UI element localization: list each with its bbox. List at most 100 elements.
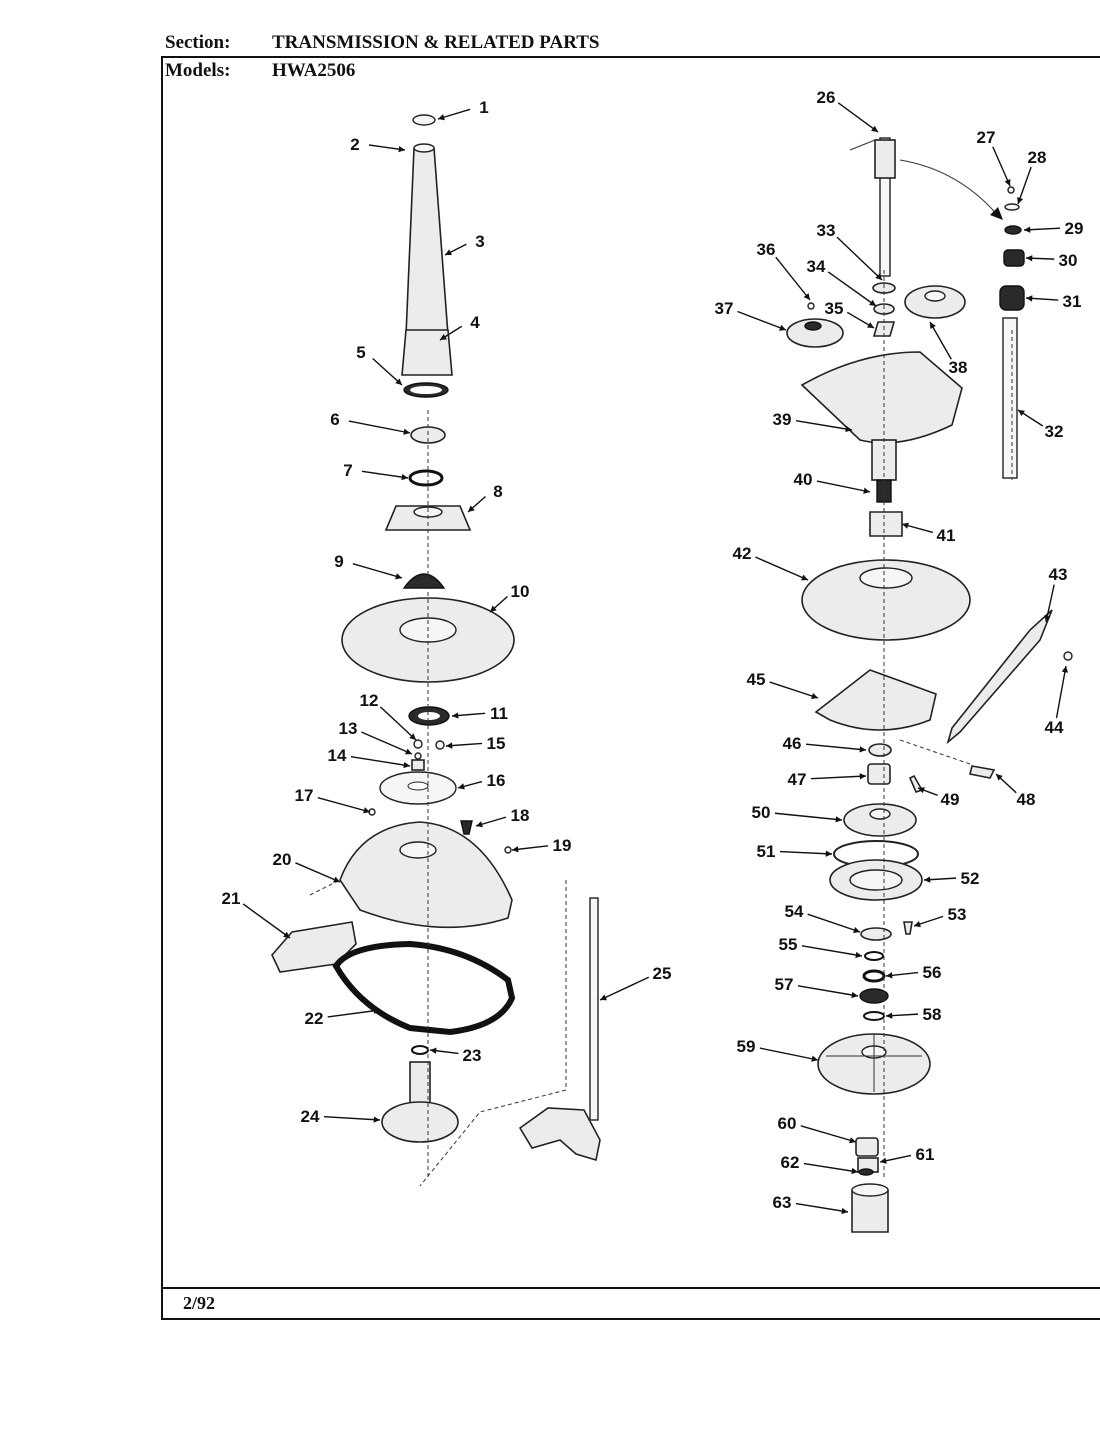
callout-28: 28 [1028,148,1047,167]
part-9-boot-seal [402,573,446,589]
callout-38: 38 [949,358,968,377]
leader-arrow-7 [401,473,408,481]
callout-21: 21 [222,889,241,908]
part-18-plug [460,820,473,835]
callout-51: 51 [757,842,776,861]
leader-arrow-5 [395,378,402,385]
part-3-agitator-shaft [405,147,449,336]
frame-footer-rule [162,1287,1100,1289]
leader-line-22 [327,1009,381,1018]
part-57-thrust-bearing [859,988,889,1004]
callout-26: 26 [817,88,836,107]
leader-arrow-13 [405,748,412,755]
leader-arrow-11 [452,712,459,719]
leader-arrow-36 [803,293,810,300]
part-14-spring [411,759,425,771]
part-54-washer [860,927,892,941]
leader-arrow-8 [468,505,475,512]
callout-33: 33 [817,221,836,240]
part-56-washer [862,969,886,983]
callout-17: 17 [295,786,314,805]
part-31-gear [999,285,1025,311]
leader-arrow-40 [863,487,870,494]
leader-arrow-20 [333,876,340,883]
part-62-ring [858,1168,874,1176]
leader-arrow-16 [458,783,465,790]
leader-arrow-25 [600,994,607,1001]
leader-arrow-24 [373,1116,380,1123]
part-25-crank-arm [518,1107,601,1162]
leader-arrow-2 [398,145,405,153]
leader-arrow-37 [779,324,786,331]
models-label: Models: [165,60,231,81]
callout-13: 13 [339,719,358,738]
callout-62: 62 [781,1153,800,1172]
leader-line-20 [295,862,341,883]
callout-54: 54 [785,902,804,921]
callout-23: 23 [463,1046,482,1065]
leader-arrow-50 [835,816,842,823]
part-1-retaining-ring [412,114,436,126]
leader-line-42 [755,556,809,581]
callout-4: 4 [470,313,480,332]
callout-47: 47 [788,770,807,789]
part-38-main-gear [904,285,966,319]
leader-line-9 [352,563,403,579]
leader-arrow-48 [996,774,1003,781]
part-37-gear [786,318,844,348]
leader-line-46 [805,743,867,751]
part-53-screw [903,921,913,935]
leader-arrow-18 [476,821,483,828]
callout-9: 9 [334,552,343,571]
part-15-washer [435,740,445,750]
leader-arrow-47 [859,773,866,780]
leader-arrow-26 [871,125,878,132]
leader-arrow-30 [1026,255,1033,262]
leader-arrow-32 [1018,410,1025,417]
callout-56: 56 [923,963,942,982]
leader-line-38 [929,321,952,360]
leader-line-28 [1017,166,1032,205]
callout-30: 30 [1059,251,1078,270]
leader-line-43 [1045,584,1055,623]
part-13-ball [414,752,422,760]
leader-line-27 [992,146,1011,187]
leader-arrow-1 [438,114,445,121]
leader-arrow-28 [1017,197,1024,204]
leader-arrow-17 [363,807,370,814]
leader-line-36 [775,256,811,301]
callout-58: 58 [923,1005,942,1024]
leader-line-55 [801,945,863,957]
part-60-drive-hub [855,1137,879,1157]
section-title: TRANSMISSION & RELATED PARTS [272,32,600,53]
callout-45: 45 [747,670,766,689]
callout-6: 6 [330,410,339,429]
callout-16: 16 [487,771,506,790]
part-29-gear-small [1004,225,1022,235]
leader-arrow-51 [825,850,832,857]
part-43-brake-lever [946,609,1053,745]
part-2-shaft-top [413,143,435,153]
part-28-washer [1004,203,1020,211]
leader-line-37 [737,310,787,331]
leader-arrow-39 [845,425,852,433]
callout-20: 20 [273,850,292,869]
leader-line-51 [779,850,833,855]
leader-arrow-6 [403,428,410,435]
callout-8: 8 [493,482,502,501]
part-7-o-ring [408,469,444,487]
leader-line-12 [379,706,417,741]
callout-3: 3 [475,232,484,251]
leader-arrow-12 [409,733,416,740]
leader-arrow-31 [1026,295,1033,302]
callout-35: 35 [825,299,844,318]
footer-date: 2/92 [183,1293,216,1313]
leader-arrow-34 [869,299,876,306]
leader-line-60 [800,1125,857,1143]
leader-arrow-15 [446,742,453,749]
callout-50: 50 [752,803,771,822]
leader-arrow-42 [801,574,808,581]
leader-arrow-21 [283,931,290,938]
leader-arrow-45 [811,693,818,700]
callout-49: 49 [941,790,960,809]
